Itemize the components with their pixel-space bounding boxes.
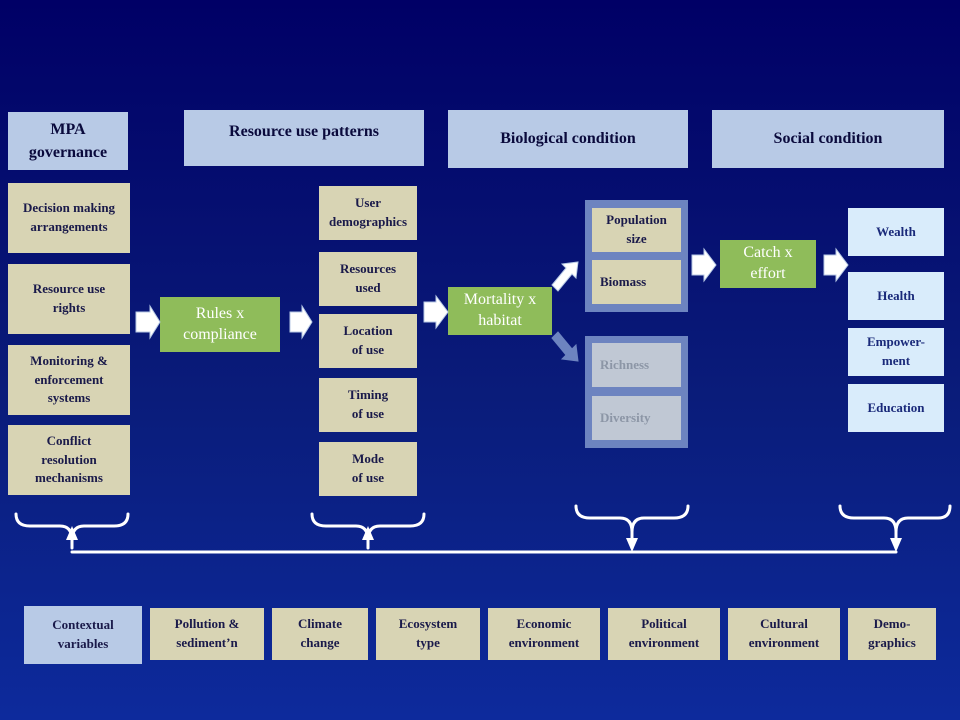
rules-compliance-box: Rules x compliance bbox=[160, 297, 280, 352]
arrow-governance-to-rules bbox=[135, 304, 161, 340]
bio-richness: Richness bbox=[592, 343, 681, 387]
bio-biomass: Biomass bbox=[592, 260, 681, 304]
governance-conflict-resolution: Conflict resolution mechanisms bbox=[8, 425, 130, 495]
context-contextual-variables: Contextual variables bbox=[24, 606, 142, 664]
brace-bio bbox=[574, 504, 690, 550]
context-climate-change: Climate change bbox=[272, 608, 368, 660]
context-ecosystem-type: Ecosystem type bbox=[376, 608, 480, 660]
arrow-mortality-to-lower bbox=[551, 331, 579, 362]
governance-monitoring: Monitoring & enforcement systems bbox=[8, 345, 130, 415]
arrow-catch-to-social bbox=[823, 247, 849, 283]
arrow-rules-to-use bbox=[289, 304, 313, 340]
context-political-environment: Political environment bbox=[608, 608, 720, 660]
header-biological-condition: Biological condition bbox=[448, 110, 688, 168]
bio-diversity: Diversity bbox=[592, 396, 681, 440]
social-health: Health bbox=[848, 272, 944, 320]
header-social-condition: Social condition bbox=[712, 110, 944, 168]
up-arrowhead-governance bbox=[66, 526, 78, 540]
arrow-use-to-mortality bbox=[423, 294, 449, 330]
context-economic-environment: Economic environment bbox=[488, 608, 600, 660]
catch-effort-box: Catch x effort bbox=[720, 240, 816, 288]
use-mode: Mode of use bbox=[319, 442, 417, 496]
header-resource-use-patterns: Resource use patterns bbox=[184, 110, 424, 166]
governance-resource-use-rights: Resource use rights bbox=[8, 264, 130, 334]
down-arrowhead-social bbox=[890, 538, 902, 552]
down-arrowhead-bio bbox=[626, 538, 638, 552]
context-cultural-environment: Cultural environment bbox=[728, 608, 840, 660]
header-mpa-governance: MPA governance bbox=[8, 112, 128, 170]
context-demographics: Demo- graphics bbox=[848, 608, 936, 660]
context-pollution: Pollution & sediment’n bbox=[150, 608, 264, 660]
brace-social bbox=[838, 504, 952, 550]
up-arrowhead-use bbox=[362, 526, 374, 540]
social-wealth: Wealth bbox=[848, 208, 944, 256]
use-user-demographics: User demographics bbox=[319, 186, 417, 240]
use-timing: Timing of use bbox=[319, 378, 417, 432]
social-empowerment: Empower- ment bbox=[848, 328, 944, 376]
use-resources-used: Resources used bbox=[319, 252, 417, 306]
governance-decision-making: Decision making arrangements bbox=[8, 183, 130, 253]
social-education: Education bbox=[848, 384, 944, 432]
arrow-mortality-to-upper bbox=[551, 261, 579, 292]
mortality-habitat-box: Mortality x habitat bbox=[448, 287, 552, 335]
use-location: Location of use bbox=[319, 314, 417, 368]
arrow-bio-to-catch bbox=[691, 247, 717, 283]
bio-population-size: Population size bbox=[592, 208, 681, 252]
